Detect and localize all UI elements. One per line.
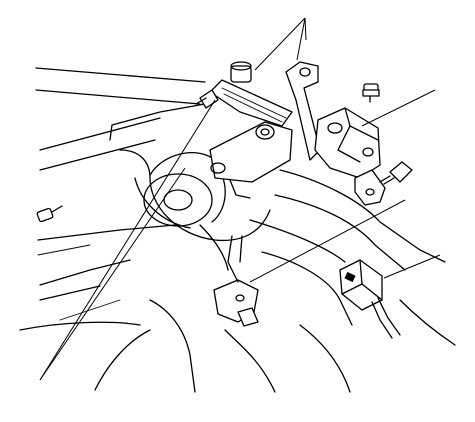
bracket-arm bbox=[209, 61, 293, 127]
leader-4 bbox=[361, 89, 436, 127]
leader-5 bbox=[39, 99, 216, 381]
bolt-top bbox=[362, 83, 380, 103]
leader-7 bbox=[249, 199, 406, 283]
wire-connector bbox=[339, 259, 401, 339]
bolt-left bbox=[195, 89, 219, 109]
harness-clip bbox=[213, 235, 259, 327]
mounting-plate bbox=[209, 121, 293, 199]
leader-6 bbox=[39, 167, 186, 381]
callout-leaders bbox=[39, 17, 441, 381]
bolt-far-left bbox=[36, 205, 63, 223]
sensor-unit bbox=[314, 107, 386, 206]
leader-3 bbox=[304, 17, 307, 41]
link-plate bbox=[285, 61, 321, 161]
subframe-outline bbox=[19, 67, 456, 393]
leader-8 bbox=[383, 254, 441, 279]
leader-1 bbox=[254, 17, 306, 71]
mount-hub bbox=[143, 152, 229, 271]
bolt-right bbox=[379, 161, 413, 185]
leader-2 bbox=[296, 17, 306, 61]
